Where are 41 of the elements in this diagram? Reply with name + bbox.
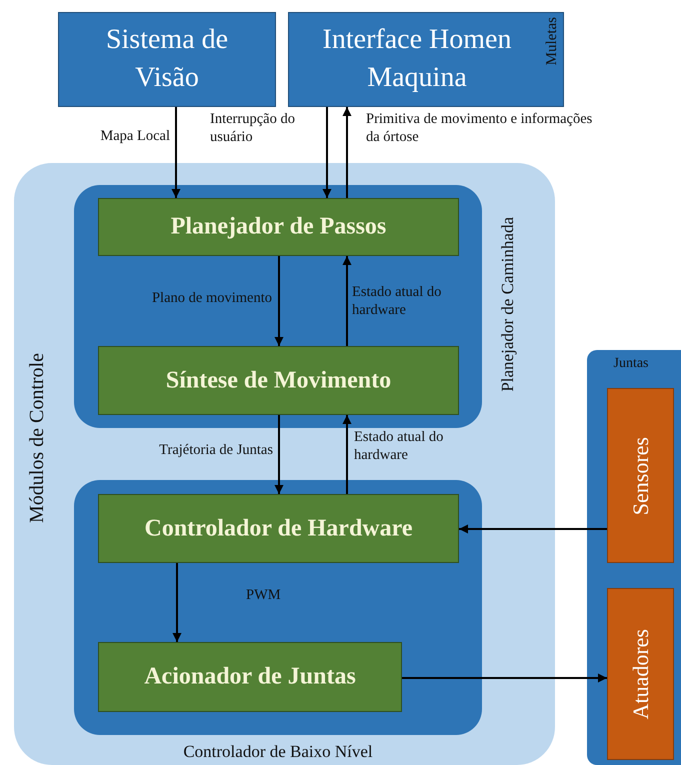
- edge-label: Estado atual do hardware: [352, 283, 442, 320]
- arrow: [459, 524, 607, 534]
- node-label: Síntese de Movimento: [164, 366, 392, 395]
- arrow: [274, 256, 284, 346]
- edge-label: PWM: [246, 586, 282, 604]
- node-title: Controlador de Baixo Nível: [182, 742, 374, 762]
- edge-label: Plano de movimento: [150, 289, 272, 308]
- arrow: [172, 107, 180, 198]
- joints-panel: [587, 350, 681, 765]
- node-title: Juntas: [612, 356, 650, 372]
- arrow: [342, 107, 352, 198]
- node-title: Sensores: [628, 437, 654, 516]
- node-title: Atuadores: [628, 629, 654, 720]
- process-box: [98, 642, 402, 712]
- node-title: Módulos de Controle: [26, 353, 49, 523]
- node-title: Sistema de Visão: [104, 23, 230, 95]
- arrow: [402, 674, 607, 682]
- module-panel: [14, 163, 555, 765]
- arrow: [342, 256, 352, 346]
- node-caption: Muletas: [544, 17, 561, 66]
- process-box: [98, 346, 459, 415]
- device-box: [607, 388, 674, 563]
- arrow: [172, 563, 182, 642]
- node-title: Planejador de Caminhada: [498, 217, 518, 392]
- node-label: Planejador de Passos: [170, 212, 388, 242]
- edge-label: Interrupção do usuário: [210, 110, 296, 146]
- edge-label: Trajétoria de Juntas: [158, 441, 273, 460]
- device-box: [607, 588, 674, 760]
- system-box: [58, 12, 276, 107]
- system-box: [288, 12, 564, 107]
- arrow: [342, 415, 352, 494]
- process-box: [98, 198, 459, 256]
- node-label: Controlador de Hardware: [144, 514, 414, 543]
- edge-label: Mapa Local: [99, 127, 170, 146]
- edge-label: Primitiva de movimento e informações da órtose: [366, 110, 594, 146]
- arrow: [322, 107, 332, 198]
- arrow: [274, 415, 284, 494]
- node-title: Interface Homen Maquina: [322, 23, 512, 95]
- edge-label: Estado atual do hardware: [354, 428, 444, 464]
- process-box: [98, 494, 459, 563]
- node-label: Acionador de Juntas: [143, 662, 357, 692]
